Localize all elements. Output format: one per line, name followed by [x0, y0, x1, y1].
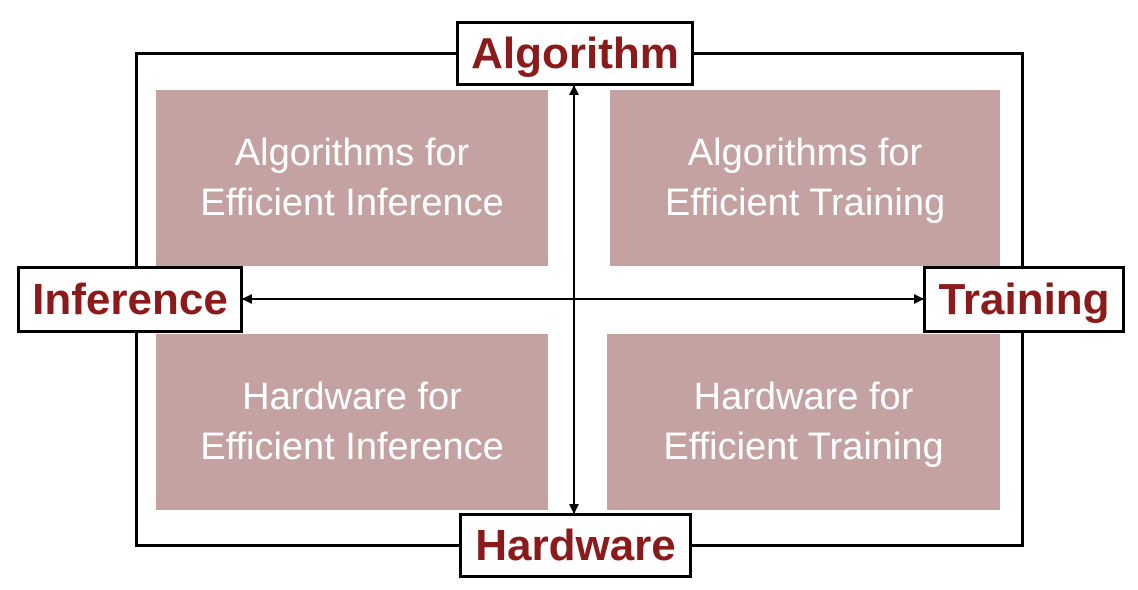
axis-label-text: Hardware [475, 520, 676, 570]
quadrant-algorithms-inference: Algorithms for Efficient Inference [156, 90, 548, 266]
quadrant-hardware-inference: Hardware for Efficient Inference [156, 334, 548, 510]
quadrant-algorithms-training: Algorithms for Efficient Training [610, 90, 1000, 266]
axis-label-text: Training [938, 274, 1110, 324]
axis-label-training: Training [923, 266, 1125, 333]
axis-label-algorithm: Algorithm [456, 21, 694, 86]
quadrant-hardware-training: Hardware for Efficient Training [607, 334, 1000, 510]
axis-label-hardware: Hardware [459, 513, 692, 578]
quadrant-label: Algorithms for Efficient Inference [200, 132, 504, 224]
quadrant-label: Algorithms for Efficient Training [664, 132, 946, 224]
axis-label-inference: Inference [17, 266, 243, 333]
quadrant-label: Hardware for Efficient Training [663, 376, 944, 468]
quadrant-label: Hardware for Efficient Inference [200, 376, 504, 468]
axis-label-text: Inference [32, 274, 228, 324]
axis-label-text: Algorithm [471, 28, 679, 78]
